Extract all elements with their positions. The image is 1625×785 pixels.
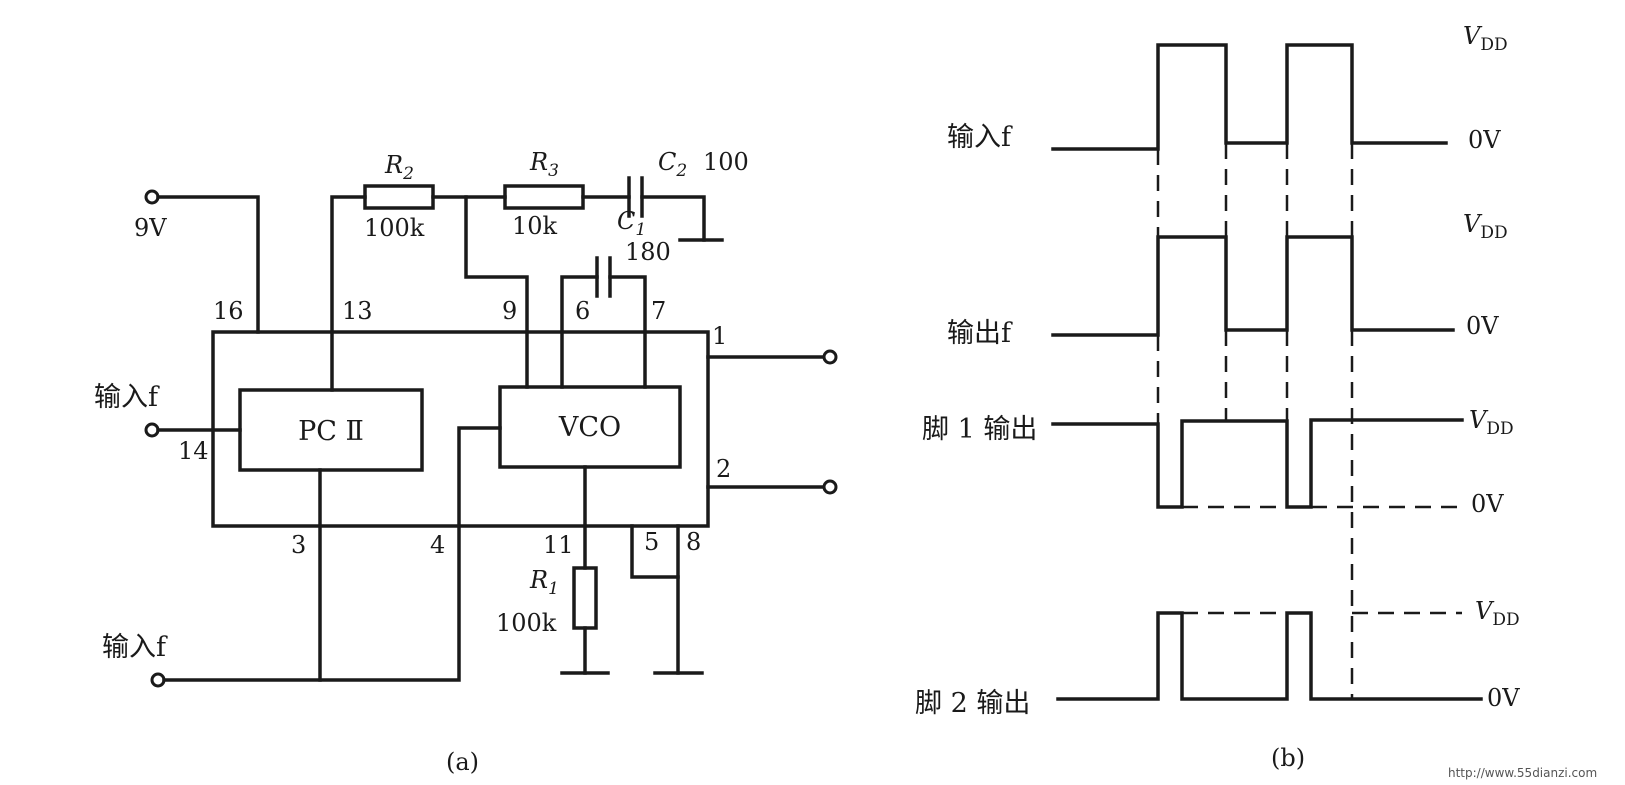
output-vdd-label: VDD (1463, 210, 1508, 243)
c2-name: C2 (658, 148, 687, 181)
input-f-label: 输入f (94, 382, 160, 413)
c1-name: C1 (617, 207, 646, 240)
wire-c2-ground (640, 195, 706, 242)
pin-2-label: 2 (716, 455, 731, 483)
waveform-input-label: 输入f (947, 122, 1013, 153)
r1-value: 100k (496, 609, 557, 637)
waveform-pin2 (1056, 611, 1483, 701)
pin-5-label: 5 (644, 528, 659, 556)
c1-value: 180 (625, 238, 671, 266)
pin-1-label: 1 (712, 322, 727, 350)
wire-supply-pin16 (156, 195, 260, 334)
r3-name: R3 (529, 148, 559, 181)
circuit-schematic: 9V 输入f 输入f PC Ⅱ VCO R2 100k R3 10k C2 10… (94, 148, 838, 776)
wire-c1-pin7 (608, 275, 647, 389)
waveform-input (1051, 43, 1448, 151)
vco-label: VCO (558, 412, 621, 443)
wire-node-pin9 (464, 195, 529, 389)
input-vdd-label: VDD (1463, 22, 1508, 55)
pin-16-label: 16 (213, 297, 244, 325)
r3-value: 10k (512, 212, 558, 240)
pc-ii-label: PC Ⅱ (298, 416, 364, 447)
waveform-pin1-label: 脚 1 输出 (922, 414, 1037, 445)
resistor-r3 (503, 184, 585, 210)
pin1-0v-label: 0V (1471, 490, 1504, 518)
r2-value: 100k (364, 214, 425, 242)
waveform-pin1 (1051, 418, 1464, 509)
waveform-output-label: 输出f (947, 318, 1013, 349)
caption-b: (b) (1271, 744, 1305, 772)
input-f-bottom-terminal (150, 672, 166, 688)
watermark: http://www.55dianzi.com (1448, 766, 1597, 780)
pin-6-label: 6 (575, 297, 590, 325)
pin-7-label: 7 (651, 297, 666, 325)
pin2-vdd-label: VDD (1475, 597, 1520, 630)
wire-pin6-c1 (560, 275, 599, 389)
supply-label: 9V (134, 214, 167, 242)
r2-name: R2 (384, 151, 414, 184)
pin-13-label: 13 (342, 297, 373, 325)
pin-3-label: 3 (291, 531, 306, 559)
input-f-bottom-label: 输入f (102, 632, 168, 663)
output-0v-label: 0V (1466, 312, 1499, 340)
resistor-r2 (363, 184, 435, 210)
wire-pin5 (630, 524, 680, 579)
caption-a: (a) (446, 748, 479, 776)
wire-input-pin4 (162, 426, 502, 682)
pin-4-label: 4 (430, 531, 445, 559)
c2-value: 100 (703, 148, 749, 176)
pin2-terminal (822, 479, 838, 495)
input-f-terminal (144, 422, 160, 438)
resistor-r1 (572, 566, 598, 630)
input-0v-label: 0V (1468, 126, 1501, 154)
r1-name: R1 (529, 566, 559, 599)
pin-14-label: 14 (178, 437, 209, 465)
pin2-0v-label: 0V (1487, 684, 1520, 712)
pin1-terminal (822, 349, 838, 365)
pin-11-label: 11 (543, 531, 574, 559)
pin-9-label: 9 (502, 297, 517, 325)
wire-pin13-r2 (330, 195, 367, 392)
supply-terminal (144, 189, 160, 205)
pin1-vdd-label: VDD (1469, 406, 1514, 439)
timing-waveforms: 输入f 输出f 脚 1 输出 脚 2 输出 VDD 0V VDD 0V VDD … (915, 22, 1520, 772)
waveform-pin2-label: 脚 2 输出 (915, 688, 1030, 719)
waveform-output (1051, 235, 1455, 337)
pin-8-label: 8 (686, 528, 701, 556)
